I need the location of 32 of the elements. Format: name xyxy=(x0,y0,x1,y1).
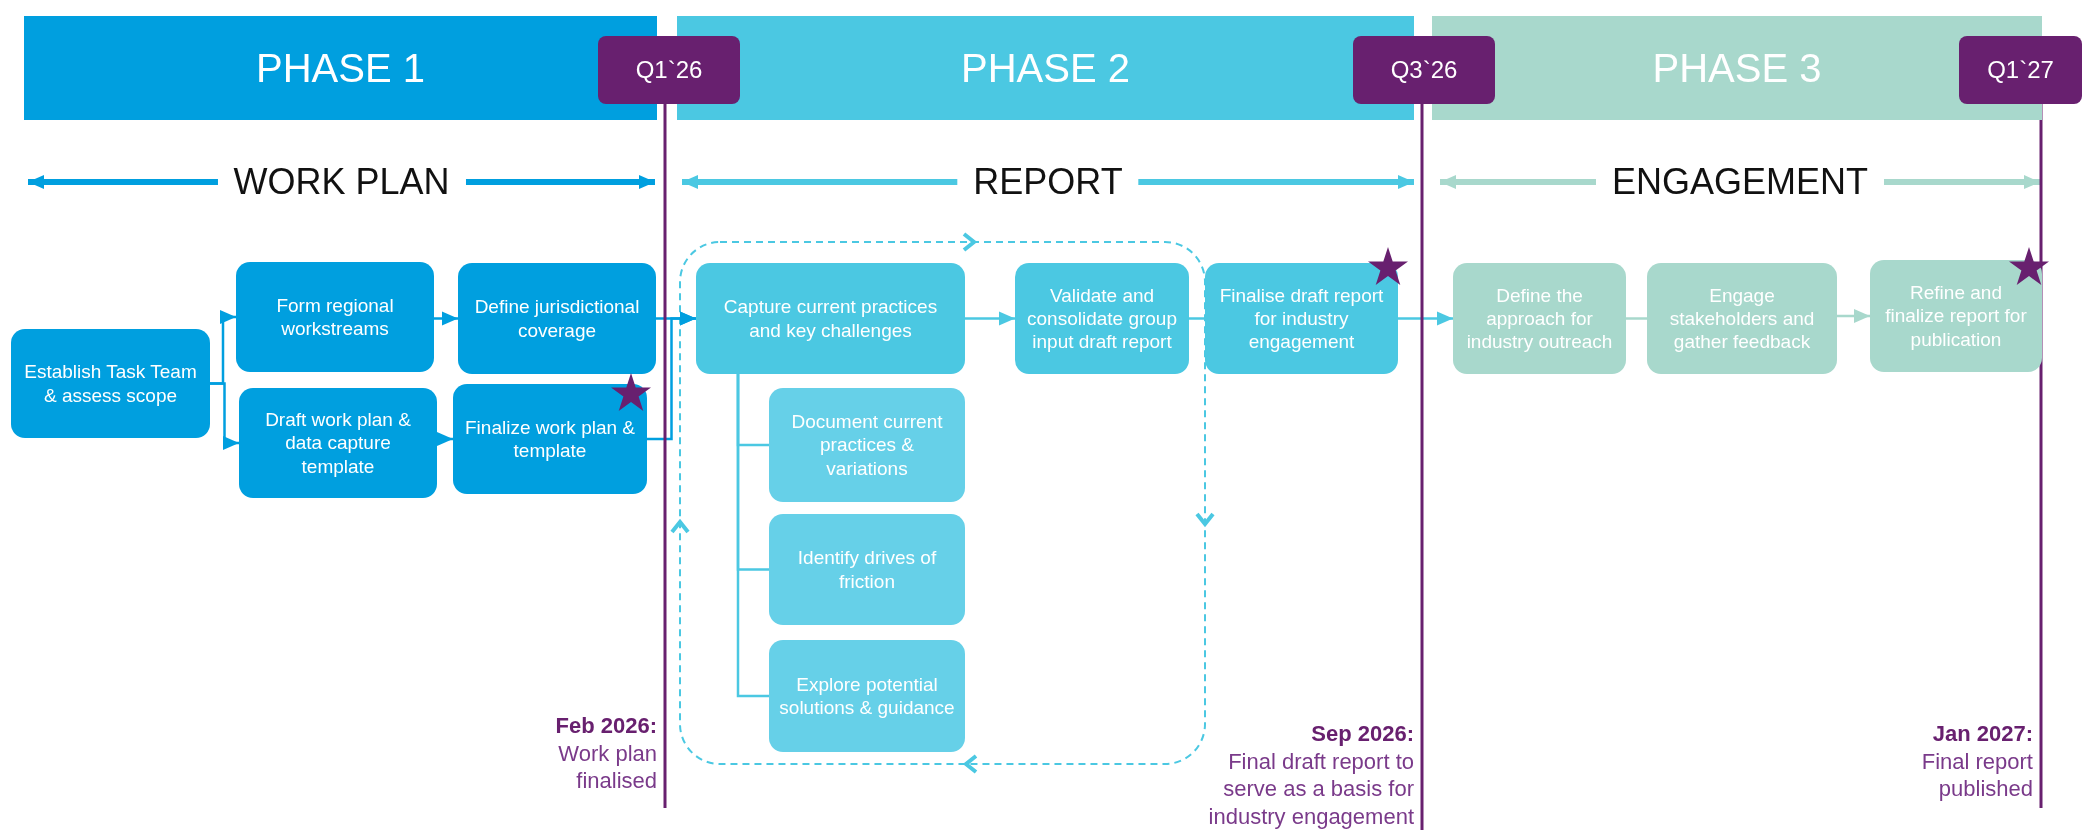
task-box: Finalise draft report for industry engagement xyxy=(1205,263,1398,374)
connector-line xyxy=(1626,317,1647,320)
task-box: Refine and finalize report for publication xyxy=(1870,260,2042,372)
milestone-note: Sep 2026: Final draft report to serve as a basis for industry engagement xyxy=(1187,720,1422,830)
task-box: Define jurisdictional coverage xyxy=(458,263,656,374)
task-box: Validate and consolidate group input draft report xyxy=(1015,263,1189,374)
arrow xyxy=(1398,311,1453,326)
connector-line xyxy=(1189,317,1205,320)
task-box: Establish Task Team & assess scope xyxy=(11,329,210,438)
milestone-note: Feb 2026: Work plan finalised xyxy=(515,712,665,808)
arrow xyxy=(210,382,239,450)
arrow xyxy=(647,311,696,441)
task-box: Engage stakeholders and gather feedback xyxy=(1647,263,1837,374)
milestone-line xyxy=(663,104,667,808)
milestone-note: Jan 2027: Final report published xyxy=(1891,720,2041,808)
arrow xyxy=(434,311,458,326)
arrow xyxy=(1837,309,1870,323)
milestone-badge: Q1`26 xyxy=(598,36,740,104)
task-box: Draft work plan & data capture template xyxy=(239,388,437,498)
task-box: Form regional workstreams xyxy=(236,262,434,372)
task-box: Capture current practices and key challenges xyxy=(696,263,965,374)
task-box: Finalize work plan & template xyxy=(453,384,647,494)
milestone-badge: Q1`27 xyxy=(1959,36,2082,104)
task-box: Explore potential solutions & guidance xyxy=(769,640,965,752)
arrow xyxy=(965,311,1015,326)
arrow xyxy=(437,432,453,446)
milestone-badge: Q3`26 xyxy=(1353,36,1495,104)
connector-line xyxy=(736,374,769,698)
task-box: Define the approach for industry outreach xyxy=(1453,263,1626,374)
task-box: Identify drives of friction xyxy=(769,514,965,625)
task-box: Document current practices & variations xyxy=(769,388,965,502)
milestone-line xyxy=(1420,104,1424,830)
